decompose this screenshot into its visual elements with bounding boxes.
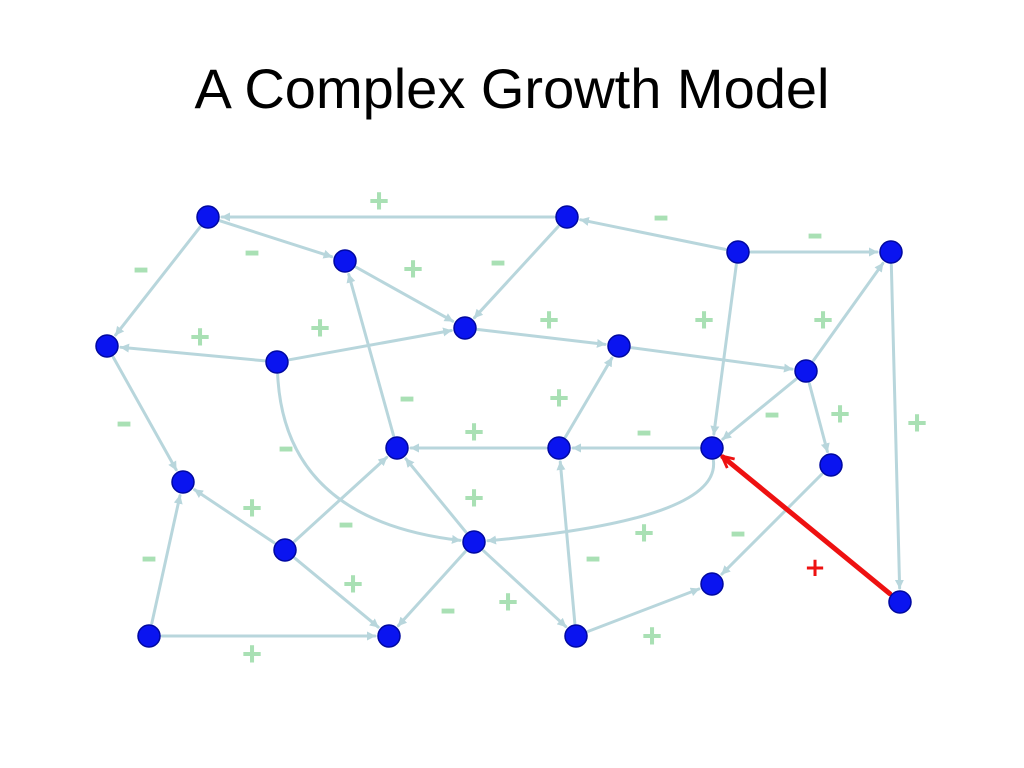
edge-arrow bbox=[812, 261, 885, 362]
network-node bbox=[607, 334, 631, 358]
highlighted-edge-label: + bbox=[804, 553, 826, 583]
network-node bbox=[555, 205, 579, 229]
plus-sign-label: + bbox=[812, 305, 834, 335]
edge-arrow bbox=[889, 263, 904, 590]
network-node bbox=[453, 316, 477, 340]
plus-sign-label: + bbox=[402, 254, 424, 284]
plus-sign-label: + bbox=[538, 305, 560, 335]
network-node bbox=[726, 240, 750, 264]
network-node bbox=[547, 436, 571, 460]
network-node bbox=[819, 453, 843, 477]
edge-arrow bbox=[564, 356, 614, 439]
network-node bbox=[377, 624, 401, 648]
edge-arrow bbox=[486, 459, 715, 545]
minus-sign-label: – bbox=[279, 431, 294, 466]
minus-sign-label: – bbox=[765, 397, 780, 432]
network-node bbox=[95, 334, 119, 358]
minus-sign-label: – bbox=[637, 415, 652, 450]
minus-sign-label: – bbox=[731, 516, 746, 551]
plus-sign-label: + bbox=[548, 383, 570, 413]
minus-sign-label: – bbox=[491, 245, 506, 280]
edge-arrow bbox=[579, 217, 727, 251]
edge-arrow bbox=[807, 382, 830, 453]
plus-sign-label: + bbox=[497, 587, 519, 617]
edge-arrow bbox=[293, 556, 380, 629]
edge-labels-layer: +––––+–+++++––+–++––+–+–––++–++++ bbox=[116, 186, 928, 670]
edge-arrow bbox=[710, 263, 738, 436]
minus-sign-label: – bbox=[134, 252, 149, 287]
edge-arrow bbox=[586, 587, 701, 633]
minus-sign-label: – bbox=[400, 381, 415, 416]
plus-sign-label: + bbox=[189, 322, 211, 352]
edge-arrow bbox=[472, 225, 560, 320]
network-node bbox=[462, 530, 486, 554]
edge-arrow bbox=[354, 265, 455, 323]
edge-arrow bbox=[476, 328, 607, 348]
slide-title: A Complex Growth Model bbox=[194, 57, 830, 120]
edge-arrow bbox=[720, 472, 824, 576]
edge-arrow bbox=[721, 377, 798, 441]
network-node bbox=[137, 624, 161, 648]
edge-arrow bbox=[119, 343, 266, 363]
network-node bbox=[700, 572, 724, 596]
highlighted-edge-arrow bbox=[723, 457, 893, 597]
minus-sign-label: – bbox=[441, 593, 456, 628]
edge-arrow bbox=[276, 373, 462, 544]
edge-arrow bbox=[482, 549, 568, 629]
minus-sign-label: – bbox=[117, 406, 132, 441]
nodes-layer bbox=[95, 205, 912, 648]
network-node bbox=[273, 538, 297, 562]
network-node bbox=[171, 470, 195, 494]
minus-sign-label: – bbox=[586, 541, 601, 576]
edge-arrow bbox=[218, 219, 334, 259]
edge-arrow bbox=[111, 355, 178, 472]
minus-sign-label: – bbox=[654, 200, 669, 235]
edge-arrow bbox=[396, 550, 467, 628]
network-node bbox=[385, 436, 409, 460]
plus-sign-label: + bbox=[241, 639, 263, 669]
plus-sign-label: + bbox=[342, 569, 364, 599]
edge-arrow bbox=[346, 272, 396, 437]
plus-sign-label: + bbox=[641, 621, 663, 651]
edge-arrow bbox=[404, 457, 468, 534]
edge-arrow bbox=[150, 494, 183, 625]
plus-sign-label: + bbox=[693, 305, 715, 335]
minus-sign-label: – bbox=[339, 507, 354, 542]
plus-sign-label: + bbox=[463, 417, 485, 447]
plus-sign-label: + bbox=[241, 493, 263, 523]
minus-sign-label: – bbox=[245, 235, 260, 270]
network-node bbox=[700, 436, 724, 460]
edge-arrow bbox=[556, 460, 577, 625]
edge-arrow bbox=[114, 225, 202, 337]
plus-sign-label: + bbox=[633, 518, 655, 548]
plus-sign-label: + bbox=[368, 186, 390, 216]
plus-sign-label: + bbox=[309, 313, 331, 343]
network-node bbox=[333, 249, 357, 273]
network-node bbox=[265, 350, 289, 374]
highlight-layer: + bbox=[723, 457, 893, 597]
edge-arrow bbox=[193, 488, 276, 545]
minus-sign-label: – bbox=[142, 541, 157, 576]
network-node bbox=[888, 590, 912, 614]
plus-sign-label: + bbox=[829, 399, 851, 429]
network-node bbox=[564, 624, 588, 648]
plus-sign-label: + bbox=[906, 408, 928, 438]
network-node bbox=[879, 240, 903, 264]
plus-sign-label: + bbox=[463, 483, 485, 513]
edge-arrow bbox=[288, 327, 453, 362]
minus-sign-label: – bbox=[808, 218, 823, 253]
network-node bbox=[196, 205, 220, 229]
network-node bbox=[794, 359, 818, 383]
edges-layer bbox=[111, 212, 904, 641]
edge-arrow bbox=[630, 346, 794, 373]
